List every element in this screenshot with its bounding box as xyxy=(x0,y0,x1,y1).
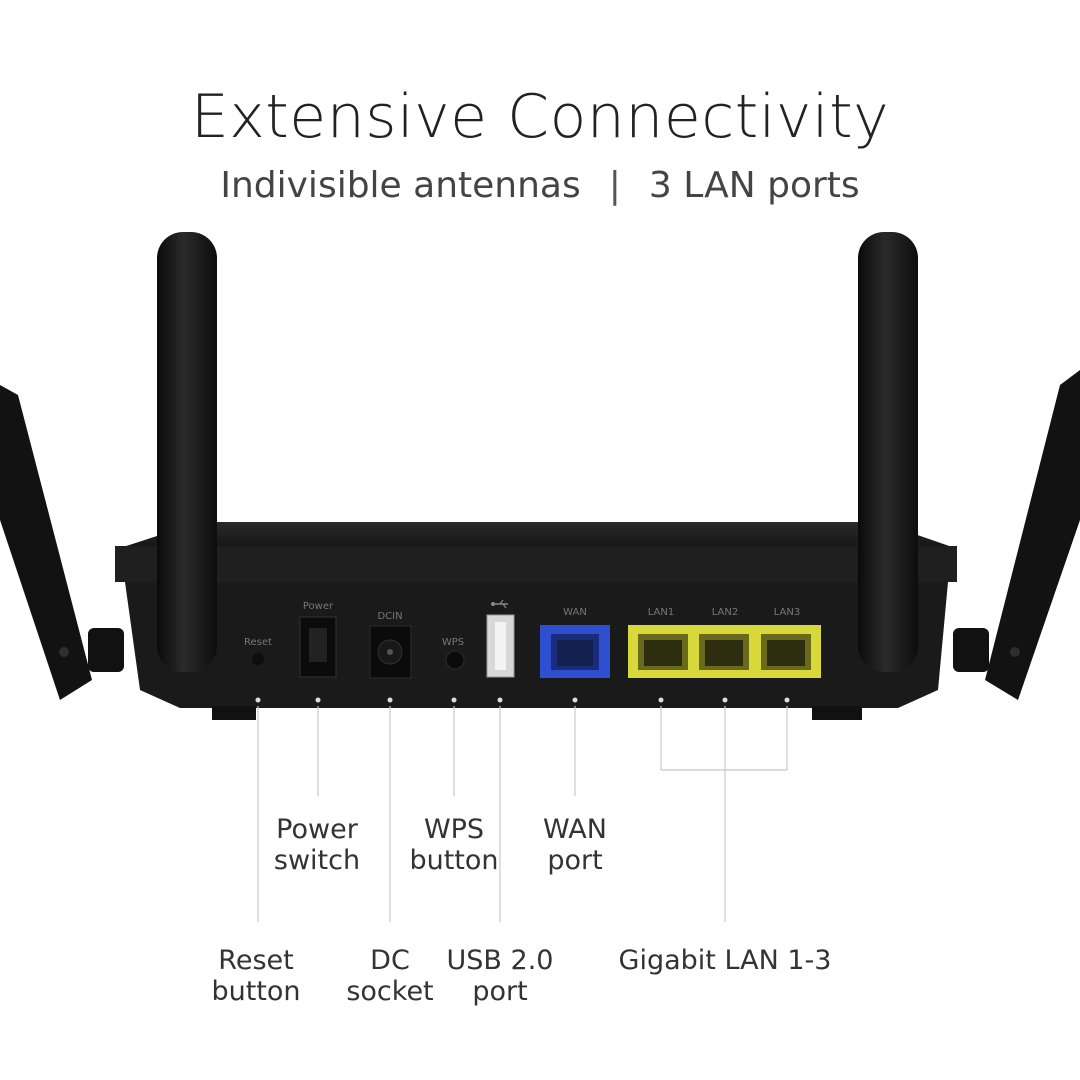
router-body xyxy=(115,522,957,720)
reset-button-label: Reset button xyxy=(211,945,301,1007)
right-outer-antenna xyxy=(953,370,1080,700)
wan-port-label: WAN port xyxy=(543,814,607,876)
reset-print: Reset xyxy=(244,637,272,648)
wps-print: WPS xyxy=(442,637,464,648)
usb-port-label: USB 2.0 port xyxy=(446,945,554,1007)
port-panel: Reset Power DCIN WPS WAN LAN1 LAN2 LAN3 xyxy=(244,599,821,679)
wps-button-label: WPS button xyxy=(409,814,499,876)
right-front-antenna xyxy=(858,232,918,672)
lan2-print: LAN2 xyxy=(712,607,738,618)
subtitle-left: Indivisible antennas xyxy=(220,165,581,206)
left-front-antenna xyxy=(157,232,217,672)
callout-lines xyxy=(255,697,790,922)
dc-socket-label: DC socket xyxy=(346,945,434,1007)
left-outer-antenna xyxy=(0,385,124,700)
subtitle-separator: | xyxy=(608,165,621,206)
dc-socket xyxy=(369,625,412,679)
power-switch-toggle xyxy=(309,628,327,662)
headline: Extensive Connectivity xyxy=(190,82,890,152)
power-print: Power xyxy=(303,601,334,612)
wps-button xyxy=(445,650,465,670)
wan-print: WAN xyxy=(563,607,587,618)
subheadline: Indivisible antennas | 3 LAN ports xyxy=(0,165,1080,206)
subtitle-right: 3 LAN ports xyxy=(648,165,860,206)
lan1-print: LAN1 xyxy=(648,607,674,618)
dcin-print: DCIN xyxy=(377,611,402,622)
usb-icon xyxy=(491,599,508,609)
reset-hole xyxy=(252,653,264,665)
lan3-print: LAN3 xyxy=(774,607,800,618)
gigabit-lan-label: Gigabit LAN 1-3 xyxy=(618,945,832,976)
power-switch-label: Power switch xyxy=(273,814,361,876)
